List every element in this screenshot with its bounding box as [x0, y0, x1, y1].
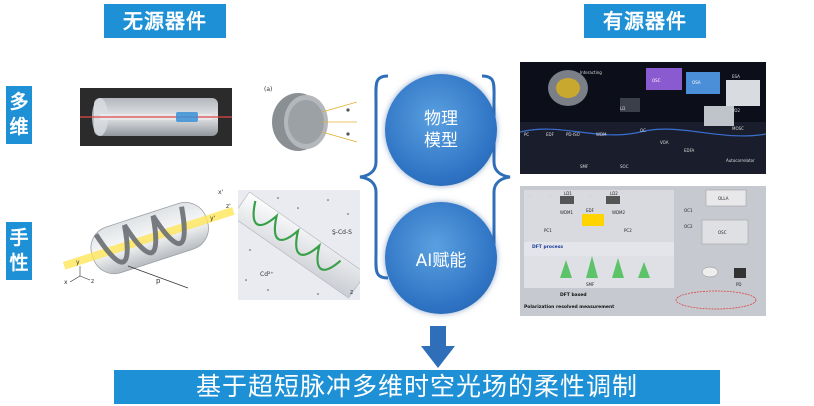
axis-z-label: z: [91, 278, 94, 285]
active-devices-header: 有源器件: [584, 4, 706, 38]
lab-label: OLLA: [718, 196, 729, 201]
row-label-char: 维: [9, 116, 29, 138]
scc-label: S-Cd-S: [332, 229, 352, 236]
lab-label: ESA: [732, 74, 740, 79]
helix-fiber-illustration: p x y z x' z' y': [62, 189, 235, 289]
lab-label: EDF: [586, 208, 595, 213]
z-label: z: [350, 289, 353, 296]
helix-fiber-image: p x y z x' z' y': [60, 184, 238, 294]
lab-label: EDF: [546, 132, 555, 137]
cd-label: Cd²⁺: [260, 271, 274, 278]
lab-label: DFT process: [532, 244, 563, 250]
row-label-multidimensional: 多 维: [6, 86, 32, 144]
pitch-label: p: [156, 277, 161, 285]
row-label-chirality: 手 性: [6, 222, 32, 280]
physics-model-line1: 物理: [424, 109, 458, 129]
active-setup-photo-top: Interacting LD OSC OSA ESA PC EDF PD-ISO…: [520, 62, 766, 174]
cylinder-fiber-illustration: [80, 98, 232, 136]
lab-label: OC1: [684, 208, 693, 213]
lab-label: WDM: [596, 132, 607, 137]
row-label-char: 手: [9, 227, 29, 249]
axis-z2-label: z': [226, 203, 231, 210]
lab-label: OC2: [684, 224, 693, 229]
row-label-char: 多: [9, 91, 29, 113]
down-arrow-icon: [421, 326, 455, 368]
lab-label: Autocorrelator: [726, 158, 755, 163]
left-brace: [359, 74, 389, 280]
lab-label: PC2: [624, 228, 632, 233]
lab-label: PC1: [544, 228, 552, 233]
lab-label: EDFA: [684, 148, 695, 153]
lab-label: SMF: [580, 164, 589, 169]
panel-label: (a): [264, 86, 272, 93]
lab-label: Polarization resolved measurement: [524, 304, 615, 310]
axis-y-label: y: [76, 259, 80, 266]
axis-x2-label: x': [218, 189, 224, 196]
conclusion-banner: 基于超短脉冲多维时空光场的柔性调制: [114, 370, 720, 404]
lab-label: MOSC: [732, 126, 744, 131]
physics-model-circle: 物理 模型: [385, 74, 497, 186]
lab-label: PD: [736, 282, 742, 287]
active-setup-photo-bottom: LD1 LD2 EDF WDM1 WDM2 PC1 PC2 OC1 OC2 DF…: [520, 186, 766, 316]
lab-label: SOC: [620, 164, 629, 169]
active-setup-illustration-top: Interacting LD OSC OSA ESA PC EDF PD-ISO…: [520, 68, 766, 174]
lab-label: WDM1: [560, 210, 573, 215]
cylinder-fiber-image: [80, 88, 232, 146]
lab-label: LD2: [610, 191, 618, 196]
axis-y2-label: y': [210, 215, 216, 222]
lab-label: OSC: [718, 230, 727, 235]
disc-beam-image: (a): [262, 82, 368, 156]
physics-model-line2: 模型: [424, 131, 458, 151]
active-setup-illustration-bottom: LD1 LD2 EDF WDM1 WDM2 PC1 PC2 OC1 OC2 DF…: [520, 186, 766, 316]
lab-label: OSA: [692, 80, 701, 85]
lab-label: LD1: [564, 191, 572, 196]
disc-beam-illustration: (a): [264, 86, 358, 151]
lab-label: VOA: [660, 140, 669, 145]
lab-label: PD-ISO: [566, 132, 580, 137]
lab-label: WDM2: [612, 210, 625, 215]
lab-label: OSC: [652, 78, 661, 83]
passive-devices-header: 无源器件: [104, 4, 226, 38]
ai-empowerment-circle: AI赋能: [385, 202, 497, 314]
lab-label: LD: [620, 106, 625, 111]
lab-label: SMF: [586, 282, 595, 287]
lab-label: PD2: [732, 108, 740, 113]
row-label-char: 性: [9, 252, 29, 274]
lab-label: Interacting: [580, 70, 602, 75]
chiral-fiber-illustration: S-Cd-S Cd²⁺ z: [238, 191, 360, 299]
chiral-fiber-image: S-Cd-S Cd²⁺ z: [238, 190, 360, 300]
ai-empowerment-label: AI赋能: [415, 251, 467, 271]
lab-label: DFT based: [560, 292, 587, 298]
lab-label: OC: [640, 128, 646, 133]
lab-label: PC: [524, 132, 529, 137]
axis-x-label: x: [64, 279, 68, 286]
